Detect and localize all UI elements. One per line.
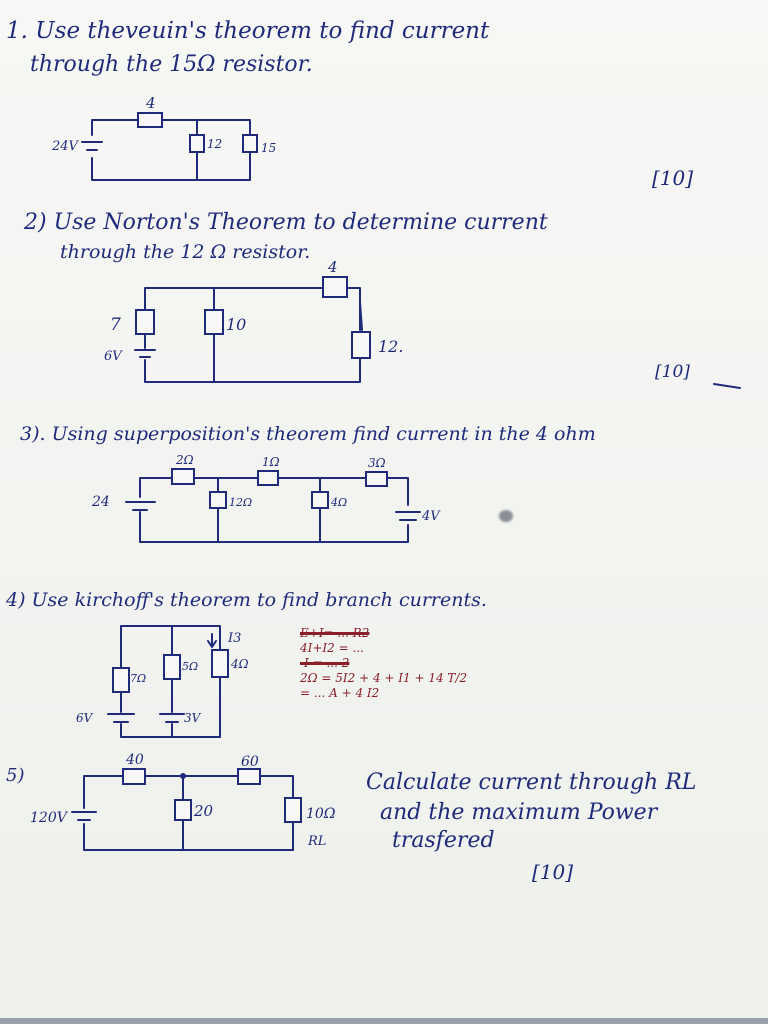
circuit-2-resistor-4 [322, 276, 348, 298]
circuit-3-resistor-2 [171, 468, 195, 485]
circuit-2-resistor-10 [204, 309, 224, 335]
circuit-4-label-source-left: 6V [76, 711, 94, 725]
circuit-3-label-12: 12Ω [229, 496, 252, 509]
circuit-5-label-rl: RL [307, 834, 326, 849]
circuit-1-label-4: 4 [145, 94, 156, 112]
circuit-2-wires [134, 287, 363, 383]
circuit-3-resistor-3 [365, 471, 388, 487]
circuit-3-wires [125, 477, 421, 543]
question-4-line-1: 4) Use kirchoff's theorem to find branch… [6, 589, 487, 611]
circuit-3-label-source-left: 24 [91, 494, 110, 510]
question-2-line-2: through the 12 Ω resistor. [60, 241, 311, 263]
question-5-text-1: Calculate current through RL [366, 770, 697, 795]
circuit-5-label-60: 60 [241, 754, 259, 770]
circuit-1-label-12: 12 [207, 137, 222, 151]
question-1-line-1: 1. Use theveuin's theorem to find curren… [6, 18, 490, 44]
circuit-2-label-10: 10 [226, 315, 246, 334]
scratch-line-4: 2Ω = 5I2 + 4 + I1 + 14 T/2 [300, 671, 468, 685]
circuit-3-label-1: 1Ω [262, 455, 280, 469]
question-5-text-3: trasfered [392, 828, 495, 853]
circuit-4-wires [107, 625, 221, 738]
circuit-4-resistor-4 [211, 649, 229, 678]
circuit-1-resistor-12 [189, 134, 205, 153]
circuit-3-resistor-4 [311, 491, 329, 509]
circuit-2-label-7: 7 [110, 315, 121, 335]
circuit-1-label-source: 24V [51, 139, 80, 154]
circuit-1-resistor-4 [137, 112, 163, 128]
circuit-5-label-source: 120V [30, 810, 69, 826]
marks-1: [10] [652, 166, 694, 190]
page-bottom-edge [0, 1018, 768, 1024]
circuit-3-label-2: 2Ω [175, 453, 194, 467]
circuit-4-resistor-5 [163, 654, 181, 680]
circuit-5-resistor-rl [284, 797, 302, 823]
circuit-5-junction [180, 773, 186, 779]
question-1-line-2: through the 15Ω resistor. [30, 52, 313, 77]
circuit-2-label-source: 6V [104, 349, 123, 364]
circuit-4-label-current: I3 [227, 631, 241, 646]
scratch-work: E+I= ... R2 4I+I2 = ... -I = ... 2 2Ω = … [300, 626, 467, 701]
circuit-1-wires [81, 119, 251, 181]
circuit-5-resistor-20 [174, 799, 192, 821]
circuit-3-label-4: 4Ω [330, 496, 347, 509]
circuit-5-label-rl-value: 10Ω [306, 806, 336, 822]
marks-3: [10] [532, 860, 574, 884]
circuit-5-label-40: 40 [125, 752, 144, 768]
question-2-line-1: 2) Use Norton's Theorem to determine cur… [24, 210, 548, 235]
circuit-3-label-source-right: 4V [421, 509, 441, 524]
question-5-text-2: and the maximum Power [380, 800, 658, 825]
scratch-line-1: E+I= ... R2 [300, 626, 370, 640]
circuit-1-resistor-15 [242, 134, 258, 153]
circuit-3-resistor-1 [257, 470, 279, 486]
circuit-2-label-4: 4 [327, 258, 338, 276]
circuit-5-resistor-40 [122, 768, 146, 785]
scratch-line-2: 4I+I2 = ... [300, 641, 364, 655]
circuit-4-label-7: 7Ω [130, 672, 146, 685]
question-5-number: 5) [6, 765, 25, 786]
circuit-5-wires [71, 773, 294, 851]
circuit-1-label-15: 15 [261, 141, 276, 155]
circuit-4-label-source-right: 3V [184, 711, 202, 725]
stray-mark [713, 383, 741, 389]
ink-smudge [499, 510, 513, 522]
circuit-5-label-20: 20 [193, 802, 214, 820]
circuit-4-label-5: 5Ω [182, 660, 198, 673]
circuit-2-resistor-7 [135, 309, 155, 335]
circuit-5-resistor-60 [237, 768, 261, 785]
circuit-2-resistor-12 [351, 331, 371, 359]
scratch-line-3: -I = ... 2 [300, 656, 350, 670]
circuit-3-label-3: 3Ω [368, 456, 386, 470]
question-3-line-1: 3). Using superposition's theorem find c… [20, 423, 596, 445]
circuit-4-label-4: 4Ω [230, 657, 249, 671]
circuit-3-resistor-12 [209, 491, 227, 509]
circuit-2-label-12: 12. [378, 337, 403, 356]
marks-2: [10] [655, 362, 690, 382]
circuit-4-resistor-7 [112, 667, 130, 693]
scratch-line-5: = ... A + 4 I2 [300, 686, 380, 700]
